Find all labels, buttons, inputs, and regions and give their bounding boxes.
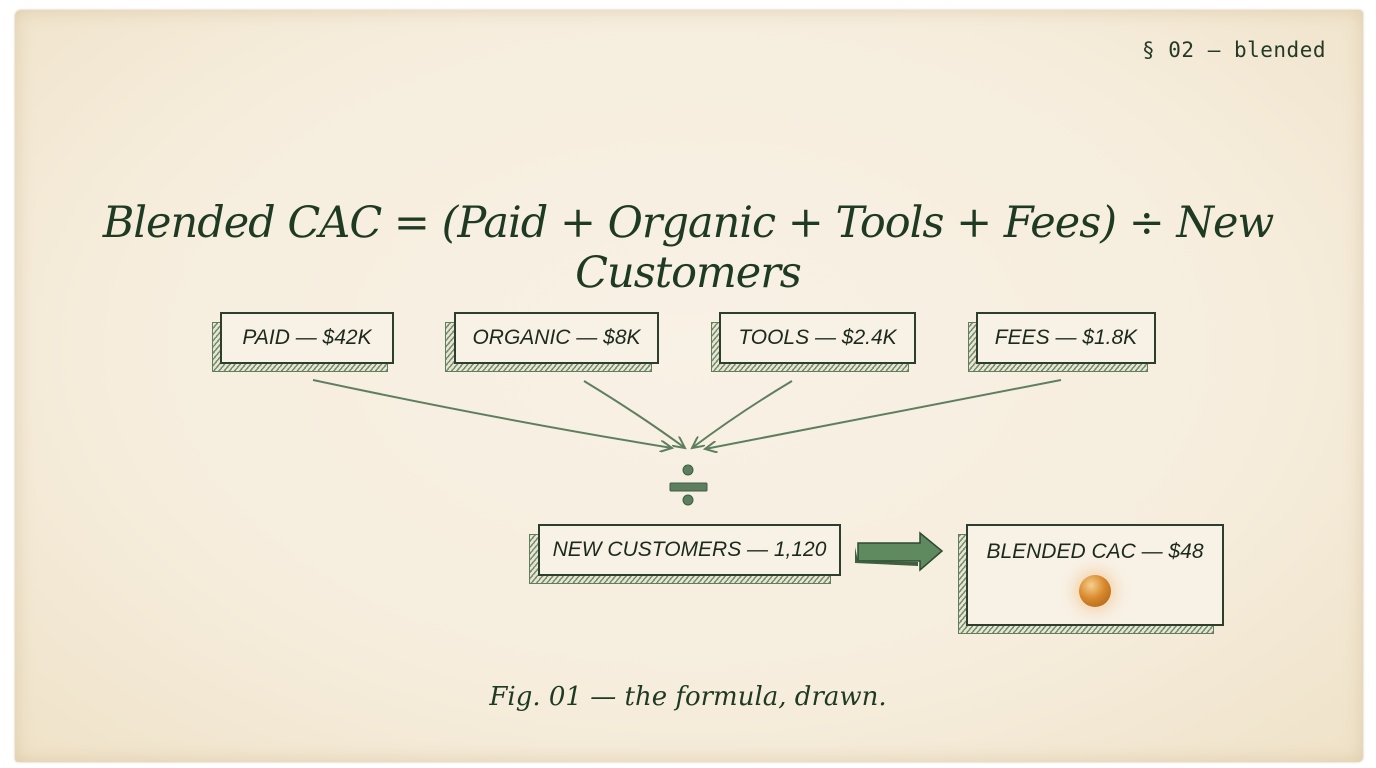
section-tag: § 02 — blended [1141,38,1326,62]
organic-label: ORGANIC — $8K [472,326,641,349]
paper-card [15,10,1363,762]
figure-caption: Fig. 01 — the formula, drawn. [489,682,887,712]
new-customers-box: NEW CUSTOMERS — 1,120 [538,524,841,576]
fees-box: FEES — $1.8K [976,312,1156,364]
paid-box: PAID — $42K [220,312,394,364]
highlight-orb-icon [1079,575,1111,607]
arrow-tools [692,380,793,448]
tools-box: TOOLS — $2.4K [719,312,916,364]
formula-title: Blended CAC = (Paid + Organic + Tools + … [102,198,1275,298]
paid-label: PAID — $42K [242,326,372,349]
organic-box: ORGANIC — $8K [454,312,659,364]
result-arrow-icon [855,531,944,572]
new-customers-label: NEW CUSTOMERS — 1,120 [552,538,827,561]
arrow-organic [583,380,685,448]
arrow-fees [705,379,1062,449]
blended-cac-label: BLENDED CAC — $48 [986,540,1204,563]
arrow-paid [312,379,672,448]
divide-icon [669,464,708,506]
tools-label: TOOLS — $2.4K [738,326,897,349]
fees-label: FEES — $1.8K [994,326,1138,349]
